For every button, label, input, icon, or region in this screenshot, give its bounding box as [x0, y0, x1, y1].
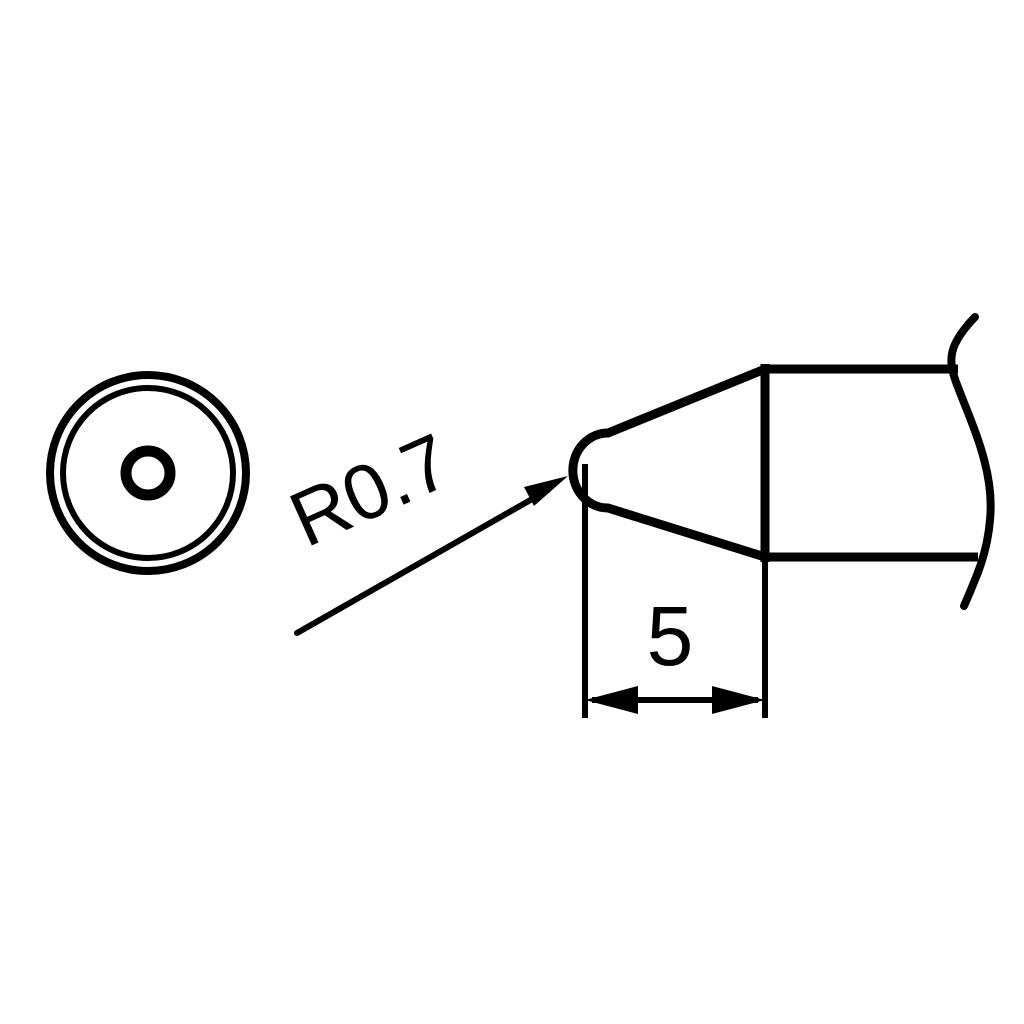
radius-leader-line [294, 487, 551, 636]
radius-dimension-group: R0.7 [277, 416, 568, 636]
radius-leader-arrowhead [524, 476, 568, 506]
inner-ring-circle [60, 385, 236, 561]
dimension-arrowhead-right [712, 686, 765, 714]
cone-profile-outline [568, 364, 767, 562]
length-dimension-group: 5 [582, 464, 768, 718]
length-dimension-label: 5 [647, 589, 694, 683]
outer-circle [46, 371, 250, 575]
front-view-group [46, 371, 250, 575]
break-line [947, 313, 995, 610]
dimension-arrowhead-left [585, 686, 638, 714]
side-view-group [568, 313, 995, 610]
bore-circle [120, 445, 176, 501]
